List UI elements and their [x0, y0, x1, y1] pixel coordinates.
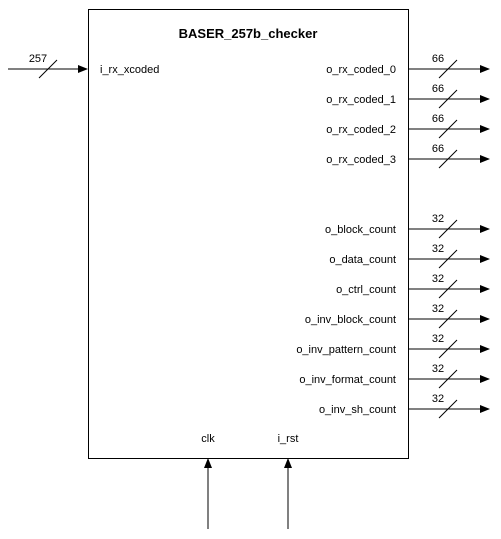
output-port: 32 o_data_count	[329, 243, 490, 269]
port-label: o_inv_block_count	[305, 314, 396, 326]
bus-slash	[438, 119, 458, 139]
module-title: BASER_257b_checker	[179, 26, 318, 41]
output-port: 66 o_rx_coded_0	[326, 53, 490, 79]
bus-slash	[438, 149, 458, 169]
bottom-ports: clk i_rst	[201, 433, 298, 529]
output-port: 66 o_rx_coded_1	[326, 83, 490, 109]
bus-width-label: 66	[432, 113, 444, 125]
output-port: 32 o_block_count	[325, 213, 490, 239]
bus-width-label: 257	[29, 53, 47, 65]
output-port: 32 o_inv_pattern_count	[296, 333, 490, 359]
output-port: 32 o_inv_block_count	[305, 303, 490, 329]
bus-width-label: 66	[432, 143, 444, 155]
port-label: o_block_count	[325, 224, 396, 236]
bus-slash	[38, 59, 58, 79]
output-port: 66 o_rx_coded_2	[326, 113, 490, 139]
port-label: o_rx_coded_2	[326, 124, 396, 136]
port-label: o_inv_sh_count	[319, 404, 396, 416]
bus-slash	[438, 399, 458, 419]
port-label: i_rst	[278, 433, 299, 445]
bus-slash	[438, 249, 458, 269]
port-label: o_rx_coded_3	[326, 154, 396, 166]
bus-width-label: 66	[432, 53, 444, 65]
bus-slash	[438, 369, 458, 389]
port-label: o_inv_pattern_count	[296, 344, 396, 356]
bus-width-label: 32	[432, 303, 444, 315]
bus-width-label: 32	[432, 393, 444, 405]
bus-slash	[438, 219, 458, 239]
module-box	[88, 9, 409, 459]
bus-width-label: 32	[432, 243, 444, 255]
output-port: 32 o_inv_format_count	[299, 363, 490, 389]
port-label: i_rx_xcoded	[100, 64, 159, 76]
bus-slash	[438, 279, 458, 299]
port-label: o_ctrl_count	[336, 284, 396, 296]
bus-width-label: 32	[432, 333, 444, 345]
bus-slash	[438, 89, 458, 109]
port-label: o_rx_coded_1	[326, 94, 396, 106]
output-port: 66 o_rx_coded_3	[326, 143, 490, 169]
bus-width-label: 32	[432, 213, 444, 225]
bus-slash	[438, 309, 458, 329]
port-label: clk	[201, 433, 215, 445]
bottom-port: clk	[201, 433, 215, 529]
input-ports: 257 i_rx_xcoded	[8, 53, 159, 79]
bottom-port: i_rst	[278, 433, 299, 529]
bus-slash	[438, 59, 458, 79]
bus-slash	[438, 339, 458, 359]
output-port: 32 o_inv_sh_count	[319, 393, 490, 419]
input-port: 257 i_rx_xcoded	[8, 53, 159, 79]
port-label: o_rx_coded_0	[326, 64, 396, 76]
output-ports: 66 o_rx_coded_0 66 o_rx_coded_1 66 o_rx_coded…	[296, 53, 490, 419]
port-label: o_data_count	[329, 254, 396, 266]
bus-width-label: 66	[432, 83, 444, 95]
bus-width-label: 32	[432, 273, 444, 285]
port-label: o_inv_format_count	[299, 374, 396, 386]
bus-width-label: 32	[432, 363, 444, 375]
output-port: 32 o_ctrl_count	[336, 273, 490, 299]
